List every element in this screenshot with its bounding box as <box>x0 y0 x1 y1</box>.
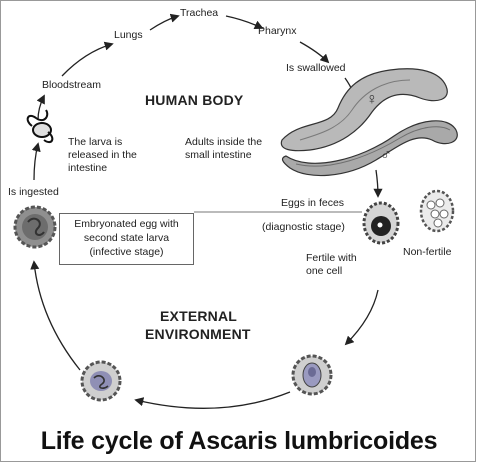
ingested-egg-icon <box>13 205 57 249</box>
hatching-larva-icon <box>26 109 54 144</box>
region-human-body: HUMAN BODY <box>145 92 244 108</box>
arrow-fertile-egg-to-developing <box>344 289 379 346</box>
arrow-developing-to-larval-egg <box>134 391 291 409</box>
label-is-swallowed: Is swallowed <box>286 62 346 74</box>
arrow-trachea-to-pharynx <box>225 15 264 30</box>
callout-line-2: second state larva <box>83 232 170 244</box>
arrow-larval-egg-to-ingested <box>30 260 81 371</box>
label-pharynx: Pharynx <box>258 25 297 37</box>
adult-worm-male <box>281 120 458 177</box>
non-fertile-egg-icon <box>419 189 455 233</box>
label-adults-inside: Adults inside the small intestine <box>185 136 263 161</box>
label-non-fertile: Non-fertile <box>403 246 452 258</box>
callout-line-1: Embryonated egg with <box>74 218 179 230</box>
arrow-adults-to-eggs <box>373 169 383 198</box>
label-larva-released: The larva is released in the intestine <box>68 136 137 174</box>
arrow-ingested-to-larva <box>31 142 41 181</box>
arrow-bloodstream-to-lungs <box>61 41 114 77</box>
label-lungs: Lungs <box>114 29 143 41</box>
label-eggs-in-feces: Eggs in feces <box>281 197 345 209</box>
label-bloodstream: Bloodstream <box>42 79 101 91</box>
callout-line-3: (infective stage) <box>89 246 164 258</box>
label-is-ingested: Is ingested <box>8 186 59 198</box>
label-fertile-one-cell: Fertile with one cell <box>306 252 357 277</box>
arrow-larva-to-bloodstream <box>36 94 45 121</box>
label-diagnostic-stage: (diagnostic stage) <box>262 221 345 233</box>
fertile-egg-icon <box>362 201 400 245</box>
label-trachea: Trachea <box>180 7 219 19</box>
arrow-pharynx-to-swallowed <box>299 41 330 64</box>
male-symbol: ♂ <box>380 147 392 164</box>
diagram-title: Life cycle of Ascaris lumbricoides <box>40 427 438 455</box>
female-symbol: ♀ <box>366 91 378 108</box>
region-external-line2: ENVIRONMENT <box>145 326 251 342</box>
larval-egg-icon <box>80 360 122 402</box>
adult-worm-female <box>280 68 448 152</box>
arrow-lungs-to-trachea <box>149 13 180 31</box>
region-external-line1: EXTERNAL <box>160 308 238 324</box>
lower-cycle-arrows <box>30 260 379 409</box>
developing-egg-icon <box>291 354 333 396</box>
infective-stage-callout: Embryonated egg with second state larva … <box>59 213 194 265</box>
